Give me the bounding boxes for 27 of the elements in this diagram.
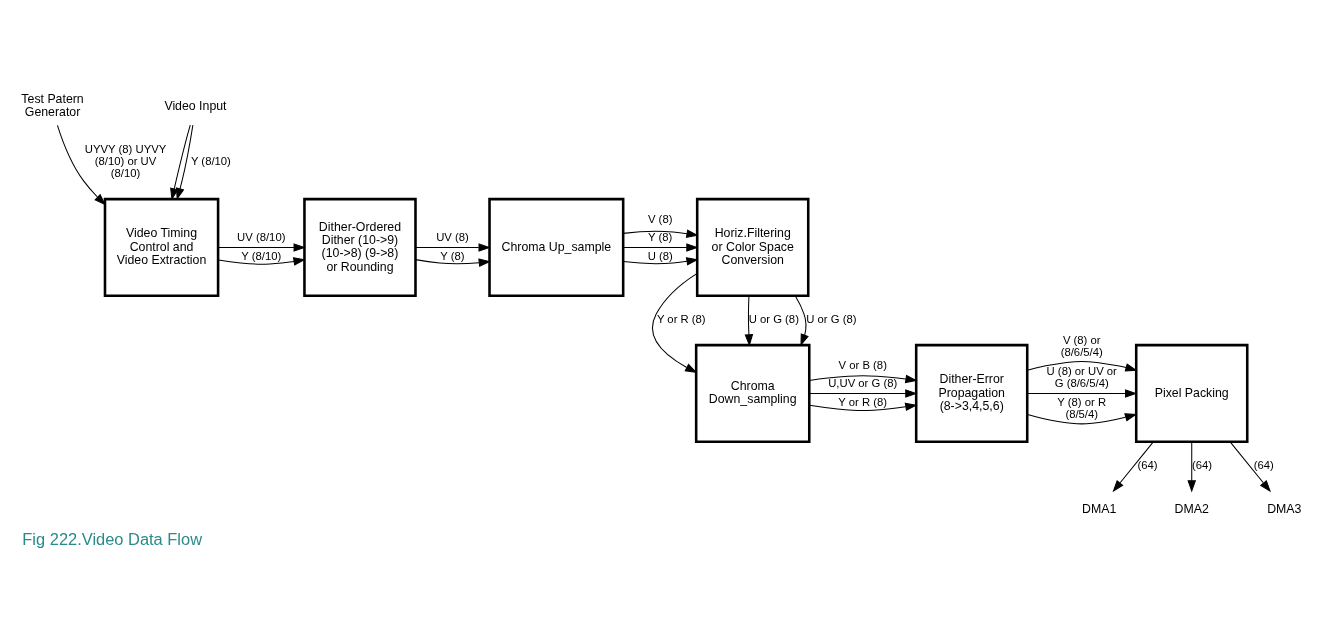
edge-label: U or G (8)	[748, 312, 799, 325]
node-text: DMA2	[1174, 501, 1209, 516]
edge-label: (64)	[1137, 458, 1158, 471]
edge-label: V (8) or (8/6/5/4)	[1060, 333, 1103, 358]
edge-label: (64)	[1191, 458, 1213, 471]
edge-label: Y (8/10)	[190, 154, 231, 167]
edge-label: U,UV or G (8)	[828, 376, 898, 389]
caption: Fig 222.Video Data Flow	[22, 529, 203, 548]
edge-label: Y (8)	[648, 230, 673, 243]
edge-label: (64)	[1253, 458, 1274, 471]
edge-label: V (8)	[647, 212, 673, 225]
node-text: DMA3	[1267, 501, 1302, 516]
edge-label: U or G (8)	[806, 312, 857, 325]
node-text: DMA1	[1082, 501, 1117, 516]
edge-label: Y or R (8)	[656, 312, 706, 325]
edge-label: Y (8) or R (8/5/4)	[1057, 395, 1107, 420]
node-text: Video Input	[164, 98, 227, 113]
edge-label: UYVY (8) UYVY (8/10) or UV (8/10)	[84, 142, 167, 179]
edge-label: V or B (8)	[838, 358, 887, 371]
edge-label: U (8)	[647, 249, 673, 262]
edge-label: UV (8/10)	[237, 230, 286, 243]
edge-label: Y (8)	[440, 249, 465, 262]
edge-label: Y or R (8)	[838, 395, 888, 408]
node-text: Test Patern Generator	[21, 91, 84, 119]
edge-label: U (8) or UV or G (8/6/5/4)	[1046, 364, 1117, 389]
edge-label: Y (8/10)	[241, 249, 282, 262]
edge-label: UV (8)	[436, 230, 469, 243]
